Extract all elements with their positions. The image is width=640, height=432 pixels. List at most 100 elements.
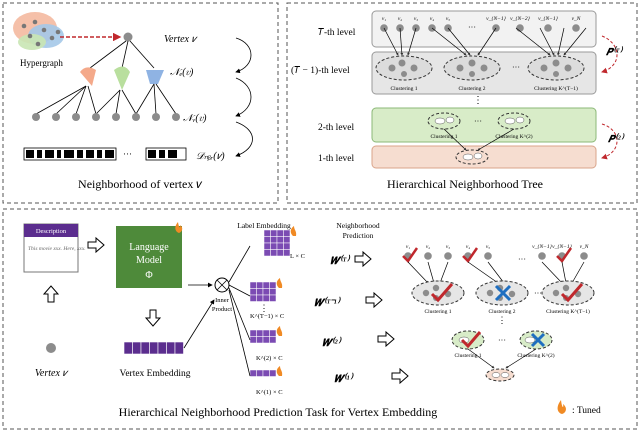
matrix-cell	[262, 369, 270, 377]
matrix-cell	[262, 336, 270, 344]
check-icon	[430, 283, 454, 303]
top-node-label: v₃	[414, 16, 418, 22]
pred-t-minus-1-clusters	[411, 280, 595, 306]
hyperedge-green	[114, 66, 130, 90]
check-icon	[402, 247, 419, 263]
embedding-cell	[123, 341, 133, 355]
top-node-label: v_{N−1}	[486, 16, 507, 22]
embedding-cell	[166, 341, 176, 355]
matrix-cell	[249, 369, 257, 377]
c-cluster-1: Clustering 1	[424, 309, 451, 315]
pred-node-label: v₅	[486, 244, 490, 250]
matrix-cell	[276, 249, 284, 257]
c-cluster-k-lvl2: Clustering K^(2)	[517, 352, 554, 359]
top-node	[516, 24, 524, 32]
matrix-cell	[263, 242, 271, 250]
level-2-box	[371, 107, 597, 143]
matrix-cell	[269, 281, 277, 289]
matrix-fire-icon	[290, 226, 297, 236]
b-arrows-top	[383, 27, 587, 56]
c-vertex-label: Vertex 𝑣	[35, 368, 69, 379]
b-vdots: ⋮	[473, 95, 483, 106]
panel-a-title: Neighborhood of vertex 𝑣	[78, 177, 202, 191]
matrix-link-lines	[228, 245, 251, 377]
level-label-1: 1-th level	[318, 154, 355, 164]
cross-icon	[494, 284, 512, 302]
b-cluster-1: Clustering 1	[390, 86, 417, 92]
matrix-cell	[283, 249, 291, 257]
top-node-label: v_{N−1}	[538, 16, 559, 22]
matrix-cell	[249, 288, 257, 296]
panel-c-title: Hierarchical Neighborhood Prediction Tas…	[119, 405, 438, 419]
curve-arrow-2	[235, 77, 252, 117]
curve-arrow-3	[235, 121, 253, 157]
panel-hierarchical-tree: 𝑇-th level (𝑇 − 1)-th level 2-th level 1…	[286, 2, 638, 204]
pred-node	[424, 252, 432, 260]
matrix-cell	[263, 229, 271, 237]
b-cluster-k-lvl2: Clustering K^(2)	[495, 133, 532, 140]
language-model-box	[116, 226, 182, 288]
w-T-minus-1: 𝑾⁽ᵀ⁻¹⁾	[314, 296, 342, 309]
neighborhood-line1: Neighborhood	[336, 221, 380, 230]
pred-node-label: v₃	[446, 244, 450, 250]
matrix-cell	[262, 294, 270, 302]
vertex-embedding-vector	[123, 341, 184, 355]
matrix-cell	[283, 229, 291, 237]
tuned-label: : Tuned	[572, 406, 601, 416]
lm-phi: Φ	[145, 270, 152, 281]
matrix-cell	[270, 242, 278, 250]
pred-node-label: v_N	[580, 244, 589, 250]
vertex-embedding-label: Vertex Embedding	[120, 369, 191, 379]
p-t-arrow	[601, 35, 618, 74]
w-2: 𝑾⁽²⁾	[322, 336, 343, 349]
panel-neighborhood: Hypergraph Vertex 𝑣 𝒩ₑ(𝑣) 𝒩ᵥ(𝑣)	[2, 2, 279, 204]
matrix-cell	[256, 281, 264, 289]
matrix-fire-icon	[276, 366, 283, 376]
matrix-cell	[283, 242, 291, 250]
matrix-cell	[269, 294, 277, 302]
top-node	[572, 24, 580, 32]
embedding-cell	[132, 341, 142, 355]
check-icon	[462, 247, 479, 263]
inner-line2: Product	[212, 306, 232, 313]
b-arrows-lower	[443, 128, 515, 151]
root-vertex	[123, 32, 133, 42]
embedding-cell	[140, 341, 150, 355]
lm-fire-icon	[175, 222, 183, 233]
check-icon	[556, 247, 573, 263]
matrix-cell	[283, 236, 291, 244]
matrix-cell	[249, 294, 257, 302]
matrix-cell	[269, 369, 277, 377]
pred-node	[580, 252, 588, 260]
c-cluster-k: Clustering K^(T−1)	[546, 308, 590, 315]
matrix-cell	[249, 281, 257, 289]
hyperedge-orange	[80, 67, 96, 86]
leaf-edges	[35, 83, 177, 115]
b-cluster-2: Clustering 2	[458, 86, 485, 92]
lm-line1: Language	[129, 242, 169, 253]
leaf-vertices	[32, 113, 180, 121]
mat-label-T: L × C	[290, 253, 305, 260]
c-vertex	[46, 343, 56, 353]
pred-node	[538, 252, 546, 260]
label-embedding-title: Label Embedding	[237, 221, 291, 230]
curve-arrow-1	[235, 37, 252, 74]
embedding-cell	[149, 341, 159, 355]
lm-line2: Model	[136, 255, 162, 266]
matrix-cell	[270, 236, 278, 244]
embedding-cell	[157, 341, 167, 355]
dnbr-barcode	[23, 147, 187, 161]
pred-dots-top: ···	[518, 255, 526, 264]
p-2-label: 𝑷⁽²⁾	[607, 133, 625, 145]
mat-label-2: K^(2) × C	[256, 355, 283, 362]
matrix-cell	[270, 229, 278, 237]
matrix-cell	[249, 336, 257, 344]
level-label-t-minus-1: (𝑇 − 1)-th level	[291, 65, 350, 76]
check-icon	[460, 331, 482, 349]
level-label-t: 𝑇-th level	[318, 27, 356, 38]
cross-icon	[530, 332, 546, 348]
pred-vdots: ⋮	[498, 315, 507, 325]
matrix-cell	[256, 288, 264, 296]
pred-node-label: v₂	[426, 244, 430, 250]
vertex-label: Vertex 𝑣	[164, 34, 198, 45]
